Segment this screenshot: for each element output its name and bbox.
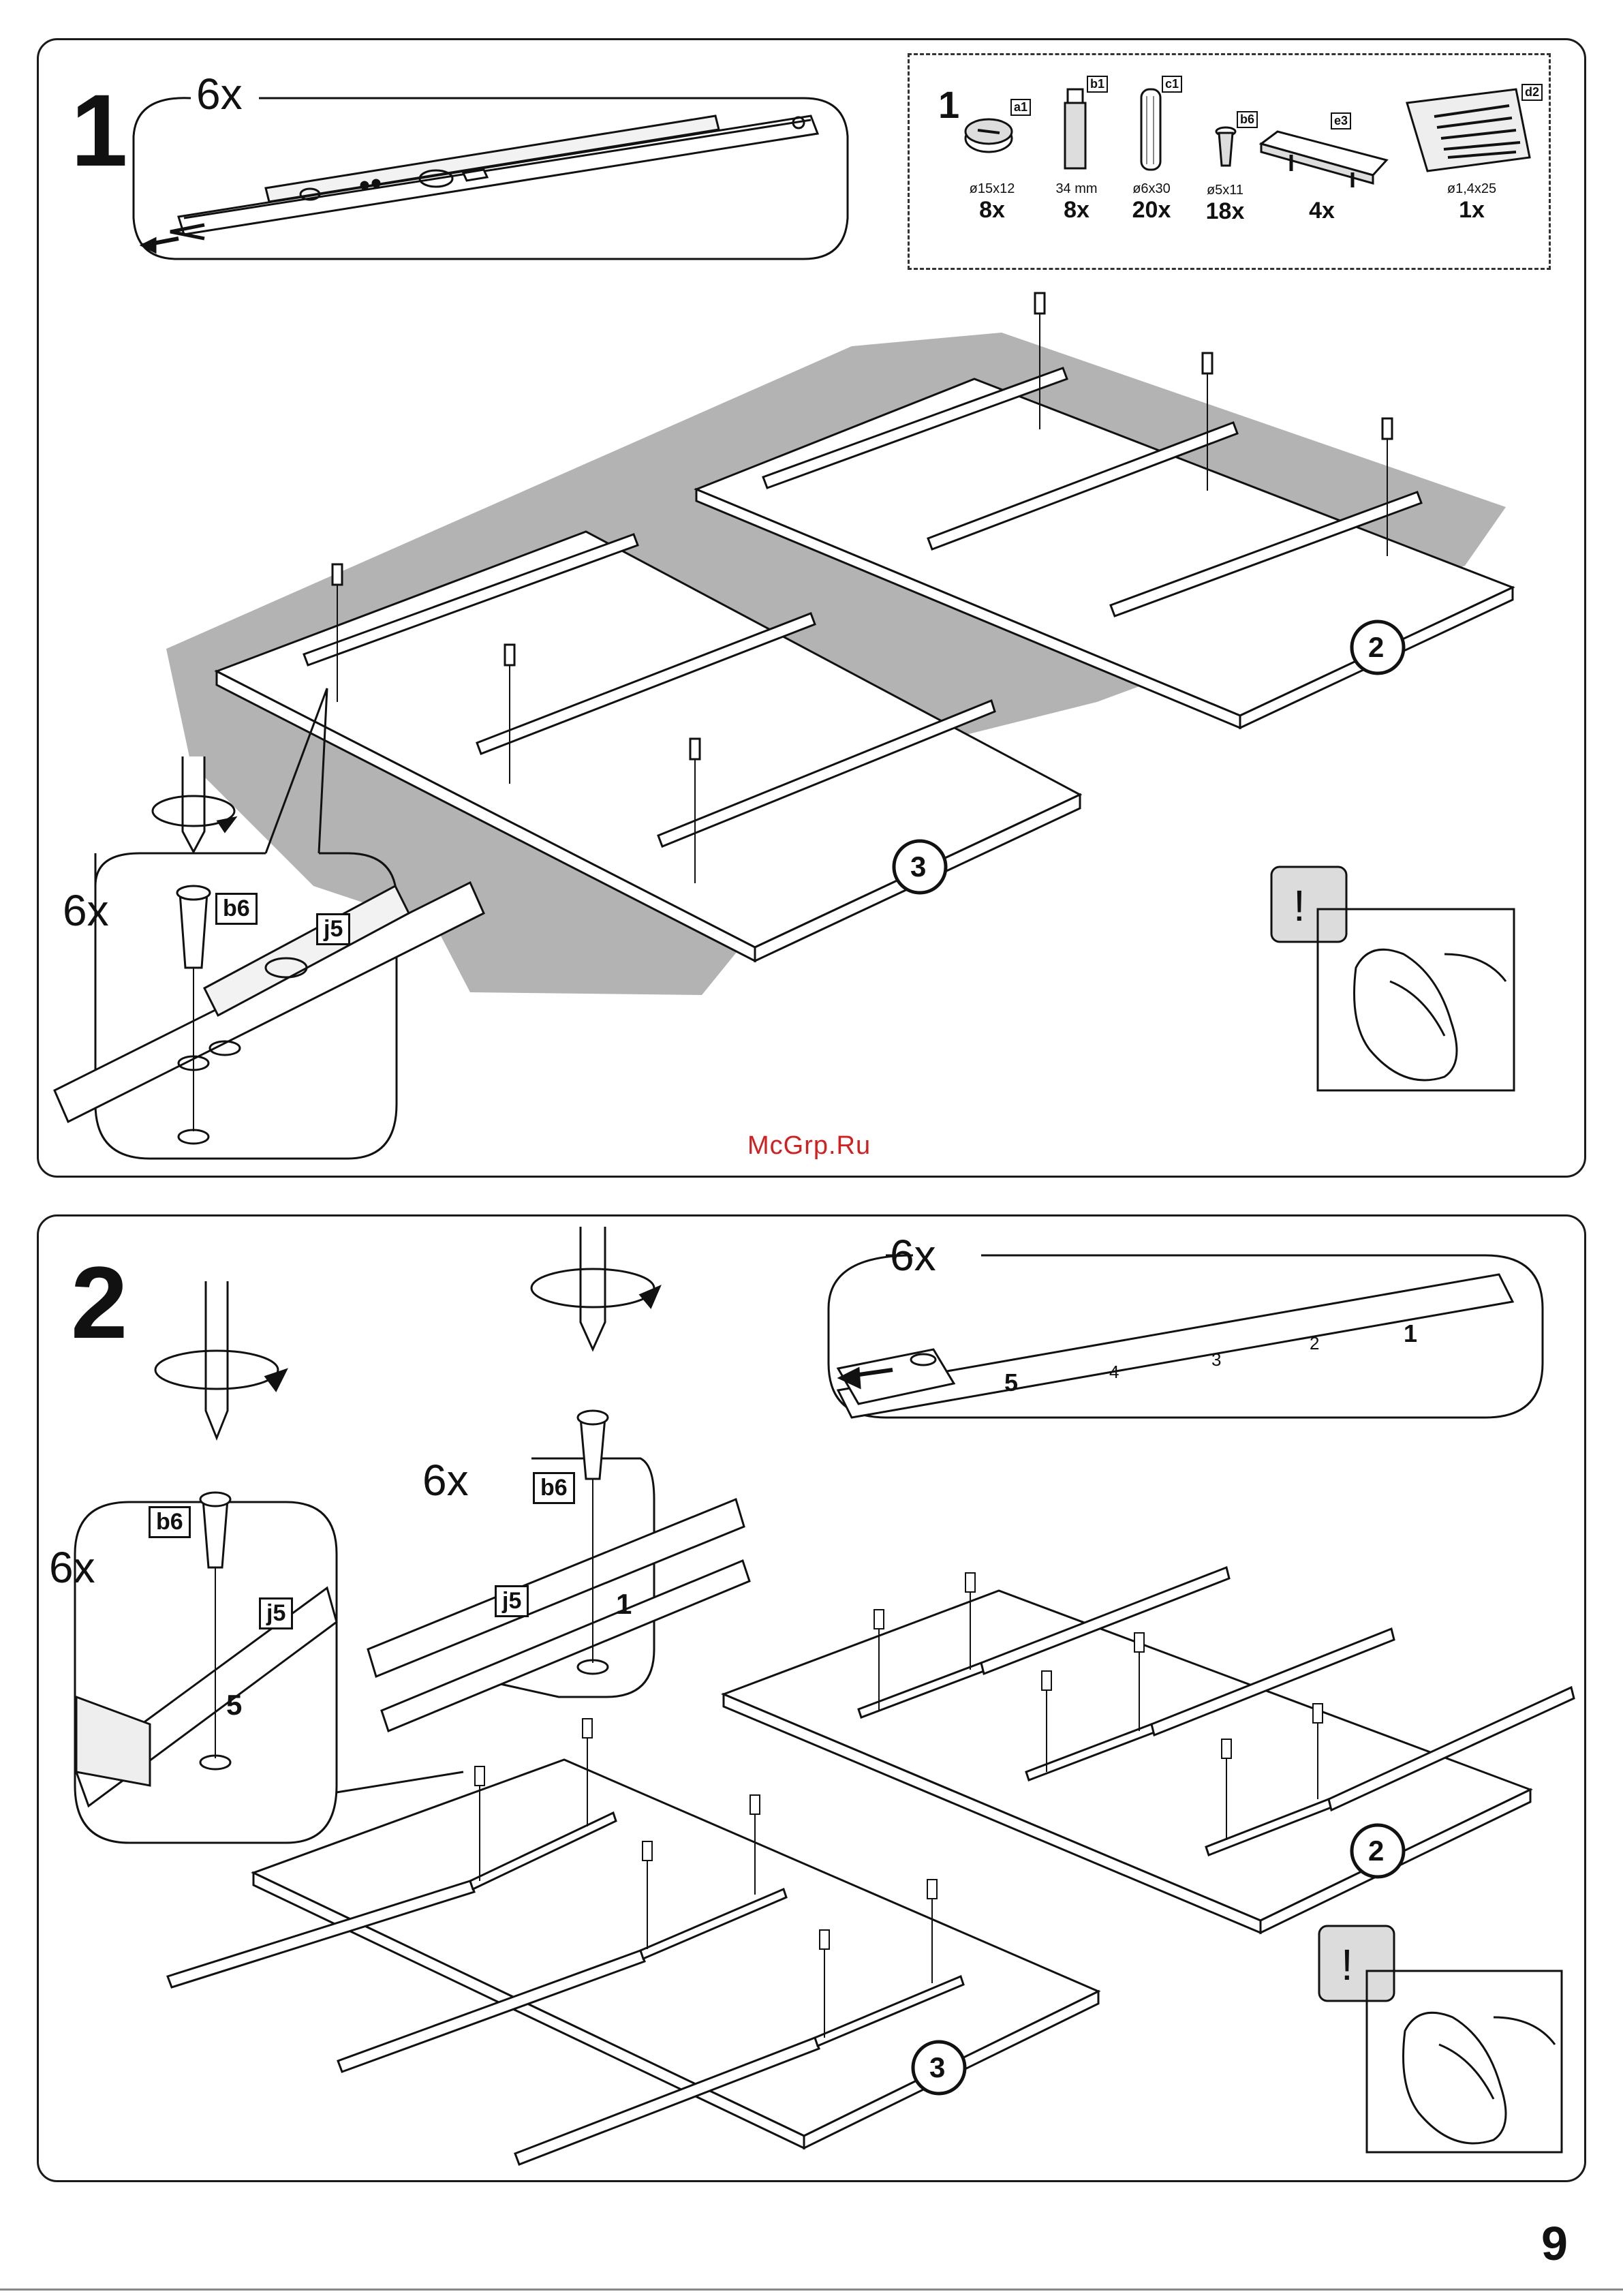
step1-top-quantity: 6x	[196, 72, 243, 116]
board-2-step2	[724, 1567, 1574, 1933]
rail-hole-5: 5	[1004, 1368, 1018, 1397]
rail-hole-3: 3	[1211, 1349, 1221, 1371]
step-2-number: 2	[71, 1251, 125, 1353]
drawer-handle-icon	[1250, 112, 1393, 194]
hole-number-1: 1	[616, 1588, 632, 1621]
rail-tag-j5-middle: j5	[495, 1585, 529, 1617]
part-e3: e3 4x	[1250, 112, 1393, 224]
warning-inset-step2	[1319, 1926, 1562, 2152]
part-c1: c1 ø6x30 20x	[1114, 76, 1189, 224]
warning-exclamation-icon: !	[1293, 881, 1305, 931]
rail-extension-inset	[134, 98, 848, 259]
step2-middle-quantity: 6x	[422, 1458, 469, 1502]
board-label-2: 2	[1368, 631, 1384, 664]
board-label-2-step2: 2	[1368, 1835, 1384, 1867]
hole-number-5: 5	[226, 1689, 242, 1721]
screw-tag-b6: b6	[215, 893, 258, 925]
rail-tag-j5-left: j5	[259, 1597, 293, 1629]
bottom-divider	[0, 2289, 1623, 2291]
watermark: McGrp.Ru	[747, 1131, 871, 1161]
part-d2: d2 ø1,4x25 1x	[1400, 76, 1543, 224]
warning-exclamation-icon-step2: !	[1341, 1940, 1353, 1990]
part-b1: b1 34 mm 8x	[1039, 76, 1114, 224]
board-label-3-step2: 3	[929, 2051, 945, 2084]
screw-tag-b6-left: b6	[149, 1506, 191, 1538]
parts-list-box: 1 a1 ø15x12 8x b1 34 mm 8x c1 ø6x30 20x	[908, 53, 1551, 270]
step2-left-quantity: 6x	[49, 1546, 95, 1589]
step1-detail-quantity: 6x	[63, 889, 109, 932]
screw-tag-b6-middle: b6	[533, 1472, 575, 1504]
rail-hole-4: 4	[1109, 1362, 1119, 1383]
board-label-3: 3	[910, 851, 926, 883]
page-number: 9	[1541, 2216, 1568, 2271]
rail-tag-j5: j5	[316, 913, 350, 945]
rail-hole-1: 1	[1404, 1319, 1417, 1348]
panel2-left-inset	[75, 1281, 463, 1843]
part-a1: a1 ø15x12 8x	[948, 96, 1036, 224]
rail-hole-2: 2	[1310, 1333, 1319, 1354]
step2-rail-inset-quantity: 6x	[890, 1234, 936, 1277]
warning-inset	[1271, 867, 1514, 1090]
